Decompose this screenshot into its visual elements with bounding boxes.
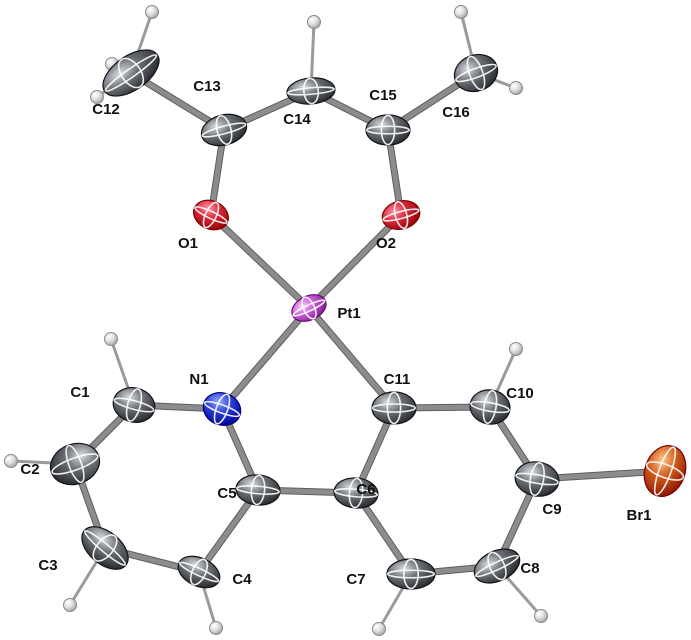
atom-label-c7: C7 bbox=[346, 571, 365, 588]
hydrogen-atom-c10-12 bbox=[509, 342, 523, 356]
atom-label-c8: C8 bbox=[520, 560, 539, 577]
atom-label-c6: C6 bbox=[356, 481, 375, 498]
hydrogen-atom-c7-10 bbox=[372, 622, 386, 636]
hydrogen-atoms bbox=[4, 5, 548, 636]
atom-c9 bbox=[514, 461, 560, 497]
hydrogen-atom-c14-3 bbox=[307, 15, 321, 29]
atom-label-c14: C14 bbox=[283, 111, 311, 128]
atom-c2 bbox=[49, 442, 101, 486]
atom-c10 bbox=[469, 389, 511, 425]
atom-o2 bbox=[381, 200, 421, 230]
atom-label-c4: C4 bbox=[232, 571, 252, 588]
atom-label-c16: C16 bbox=[442, 104, 470, 121]
atom-br1 bbox=[643, 445, 687, 497]
atom-c8 bbox=[473, 548, 521, 584]
bond-pt1-o1 bbox=[208, 212, 312, 311]
atom-label-c2: C2 bbox=[20, 461, 39, 478]
atom-label-c3: C3 bbox=[38, 557, 57, 574]
atom-c14 bbox=[286, 77, 336, 105]
atom-label-c15: C15 bbox=[369, 87, 397, 104]
atom-c3 bbox=[81, 526, 129, 570]
atoms bbox=[49, 49, 687, 590]
atom-c16 bbox=[453, 53, 499, 93]
atom-c1 bbox=[112, 387, 156, 423]
atom-label-o2: O2 bbox=[376, 235, 396, 252]
hydrogen-atom-c1-6 bbox=[104, 332, 118, 346]
atom-label-c12: C12 bbox=[92, 101, 120, 118]
atom-label-c13: C13 bbox=[193, 78, 221, 95]
atom-n1 bbox=[202, 392, 242, 426]
bond-pt1-o2 bbox=[306, 212, 404, 311]
hydrogen-atom-c12-2 bbox=[90, 90, 104, 104]
atom-c5 bbox=[235, 474, 281, 506]
hydrogen-atom-c12-0 bbox=[145, 5, 159, 19]
atom-label-c11: C11 bbox=[384, 371, 411, 388]
atom-label-c5: C5 bbox=[217, 485, 236, 502]
bond-pt1-c11 bbox=[306, 305, 397, 411]
atom-label-c10: C10 bbox=[506, 385, 534, 402]
atom-c4 bbox=[177, 555, 221, 589]
bond-pt1-n1 bbox=[219, 305, 312, 412]
atom-c12 bbox=[102, 49, 160, 97]
hydrogen-atom-c2-7 bbox=[4, 454, 18, 468]
atom-label-n1: N1 bbox=[189, 371, 208, 388]
atom-c13 bbox=[200, 113, 248, 147]
atom-label-br1: Br1 bbox=[626, 507, 651, 524]
atom-label-pt1: Pt1 bbox=[337, 305, 360, 322]
hydrogen-atom-c8-11 bbox=[534, 609, 548, 623]
atom-o1 bbox=[193, 199, 229, 231]
hydrogen-atom-c16-5 bbox=[509, 81, 523, 95]
hydrogen-atom-c16-4 bbox=[454, 5, 468, 19]
atom-c6 bbox=[333, 477, 379, 509]
atom-pt1 bbox=[291, 294, 327, 322]
atom-c15 bbox=[365, 114, 411, 146]
atom-label-c9: C9 bbox=[542, 501, 561, 518]
atom-label-o1: O1 bbox=[178, 235, 198, 252]
hydrogen-atom-c3-8 bbox=[63, 598, 77, 612]
atom-c7 bbox=[386, 558, 436, 590]
atom-label-c1: C1 bbox=[70, 384, 89, 401]
atom-c11 bbox=[371, 391, 417, 425]
hydrogen-atom-c4-9 bbox=[209, 621, 223, 635]
